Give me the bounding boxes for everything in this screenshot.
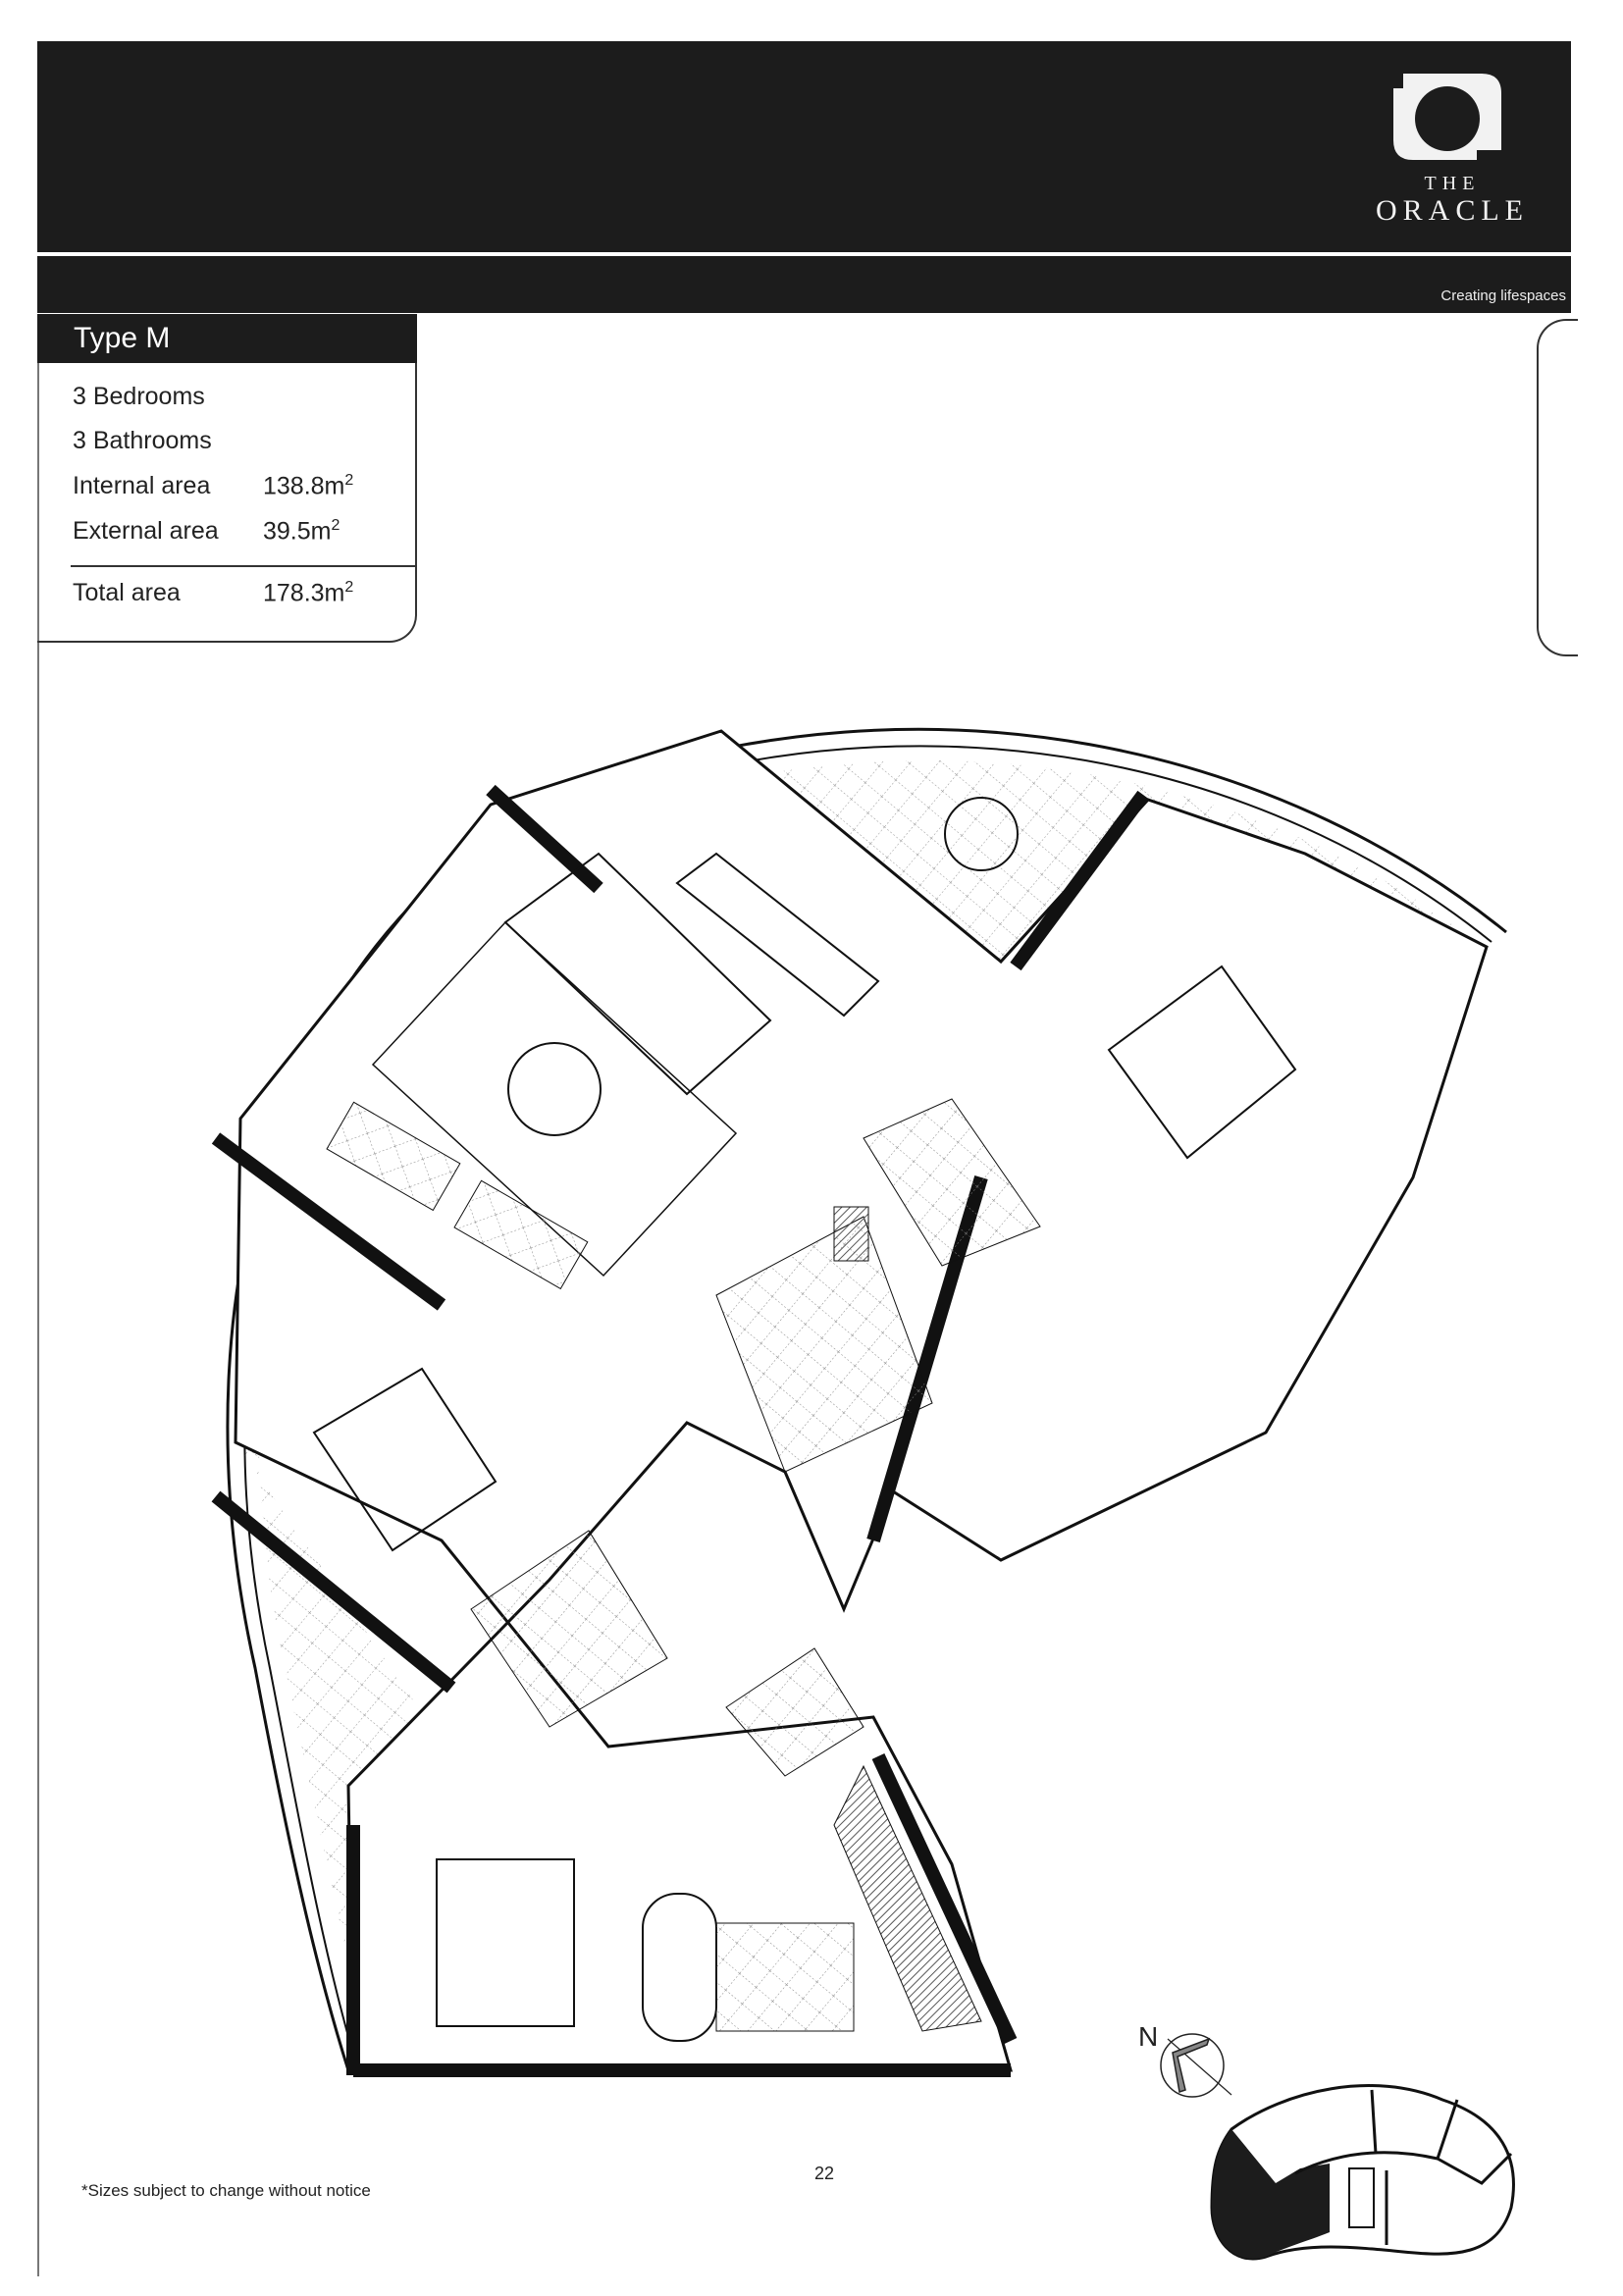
- bedrooms-label: 3 Bedrooms: [73, 383, 205, 410]
- logo-oracle: ORACLE: [1376, 194, 1529, 227]
- total-area-value: 178.3m2: [263, 579, 354, 607]
- compass-icon: [1160, 2033, 1232, 2098]
- unit-type-title: Type M: [37, 314, 417, 363]
- spec-divider: [71, 565, 416, 567]
- north-label: N: [1138, 2021, 1158, 2052]
- disclaimer-note: *Sizes subject to change without notice: [81, 2181, 371, 2200]
- bathrooms-label: 3 Bathrooms: [73, 427, 212, 454]
- oracle-logo-icon: [1393, 74, 1501, 160]
- key-plan-drawing: N: [1138, 2021, 1515, 2261]
- total-area-label: Total area: [73, 579, 181, 606]
- tagline-bar: [37, 256, 1571, 313]
- brand-header: [37, 41, 1571, 252]
- page-bracket: [1537, 319, 1578, 656]
- internal-area-label: Internal area: [73, 472, 211, 499]
- logo-the: THE: [1424, 173, 1481, 194]
- margin-rule: [37, 314, 39, 2276]
- floor-plan-drawing: [211, 727, 1507, 2077]
- spec-panel: [37, 314, 417, 643]
- external-area-value: 39.5m2: [263, 517, 340, 546]
- page-number: 22: [814, 2164, 835, 2183]
- external-area-label: External area: [73, 517, 219, 545]
- internal-area-value: 138.8m2: [263, 472, 354, 500]
- header-divider: [37, 253, 1571, 256]
- tagline: Creating lifespaces: [1440, 287, 1566, 304]
